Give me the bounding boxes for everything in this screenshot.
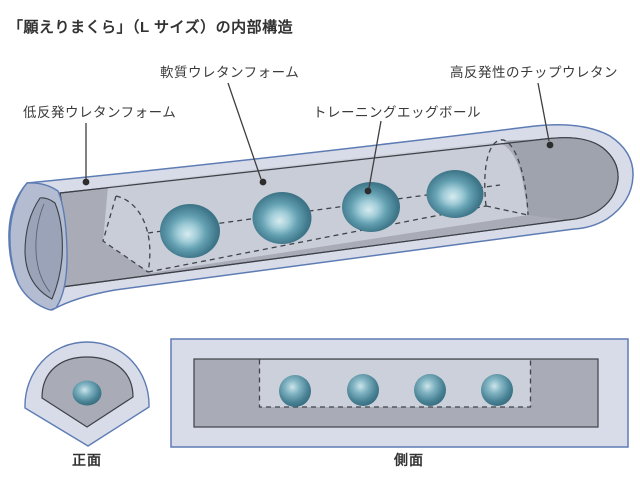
label-high-resilience-chip: 高反発性のチップウレタン — [450, 65, 618, 80]
chamber-left-arc — [115, 195, 151, 273]
egg-ball — [252, 192, 312, 244]
leader-dot — [364, 187, 372, 195]
leader-lines — [82, 82, 554, 195]
egg-balls-side — [279, 374, 513, 407]
leader-low-resilience — [82, 123, 90, 186]
egg-ball — [342, 182, 400, 232]
front-view — [24, 341, 150, 447]
dashed-chamber-guides — [102, 139, 529, 273]
label-soft-urethane-foam: 軟質ウレタンフォーム — [160, 65, 300, 80]
egg-ball — [347, 374, 379, 406]
label-low-resilience-foam: 低反発ウレタンフォーム — [23, 105, 177, 120]
leader-egg-ball — [364, 120, 382, 195]
leader-dot — [259, 178, 267, 186]
end-cap-inner-line — [35, 203, 51, 293]
side-chamber-dashed-outline — [258, 359, 532, 408]
caption-front-view: 正面 — [72, 452, 102, 468]
leader-dot — [546, 141, 554, 149]
inner-foam-outline — [59, 137, 619, 288]
egg-ball — [481, 374, 513, 406]
caption-side-view: 側面 — [394, 452, 424, 468]
leader-dot — [82, 178, 90, 186]
chamber-bottom-edge — [147, 205, 487, 273]
egg-ball — [160, 204, 220, 258]
chamber-left-cone — [102, 195, 149, 273]
page-title: 「願えりまくら」（L サイズ）の内部構造 — [8, 19, 294, 36]
label-training-egg-ball: トレーニングエッグボール — [313, 105, 481, 120]
end-cap-foam-face — [24, 197, 63, 300]
end-cap — [9, 182, 68, 311]
chamber-right-arc — [484, 139, 529, 216]
side-view — [170, 338, 629, 448]
egg-ball — [279, 375, 311, 407]
chip-urethane-core — [500, 137, 619, 220]
egg-balls-main — [160, 170, 484, 258]
egg-ball — [426, 170, 484, 218]
leader-soft-urethane — [227, 82, 267, 186]
egg-ball — [72, 380, 102, 406]
leader-chip-urethane — [537, 82, 554, 149]
egg-ball — [414, 374, 446, 406]
chamber-right-chord — [485, 205, 529, 216]
pillow-3d-view — [8, 124, 634, 311]
